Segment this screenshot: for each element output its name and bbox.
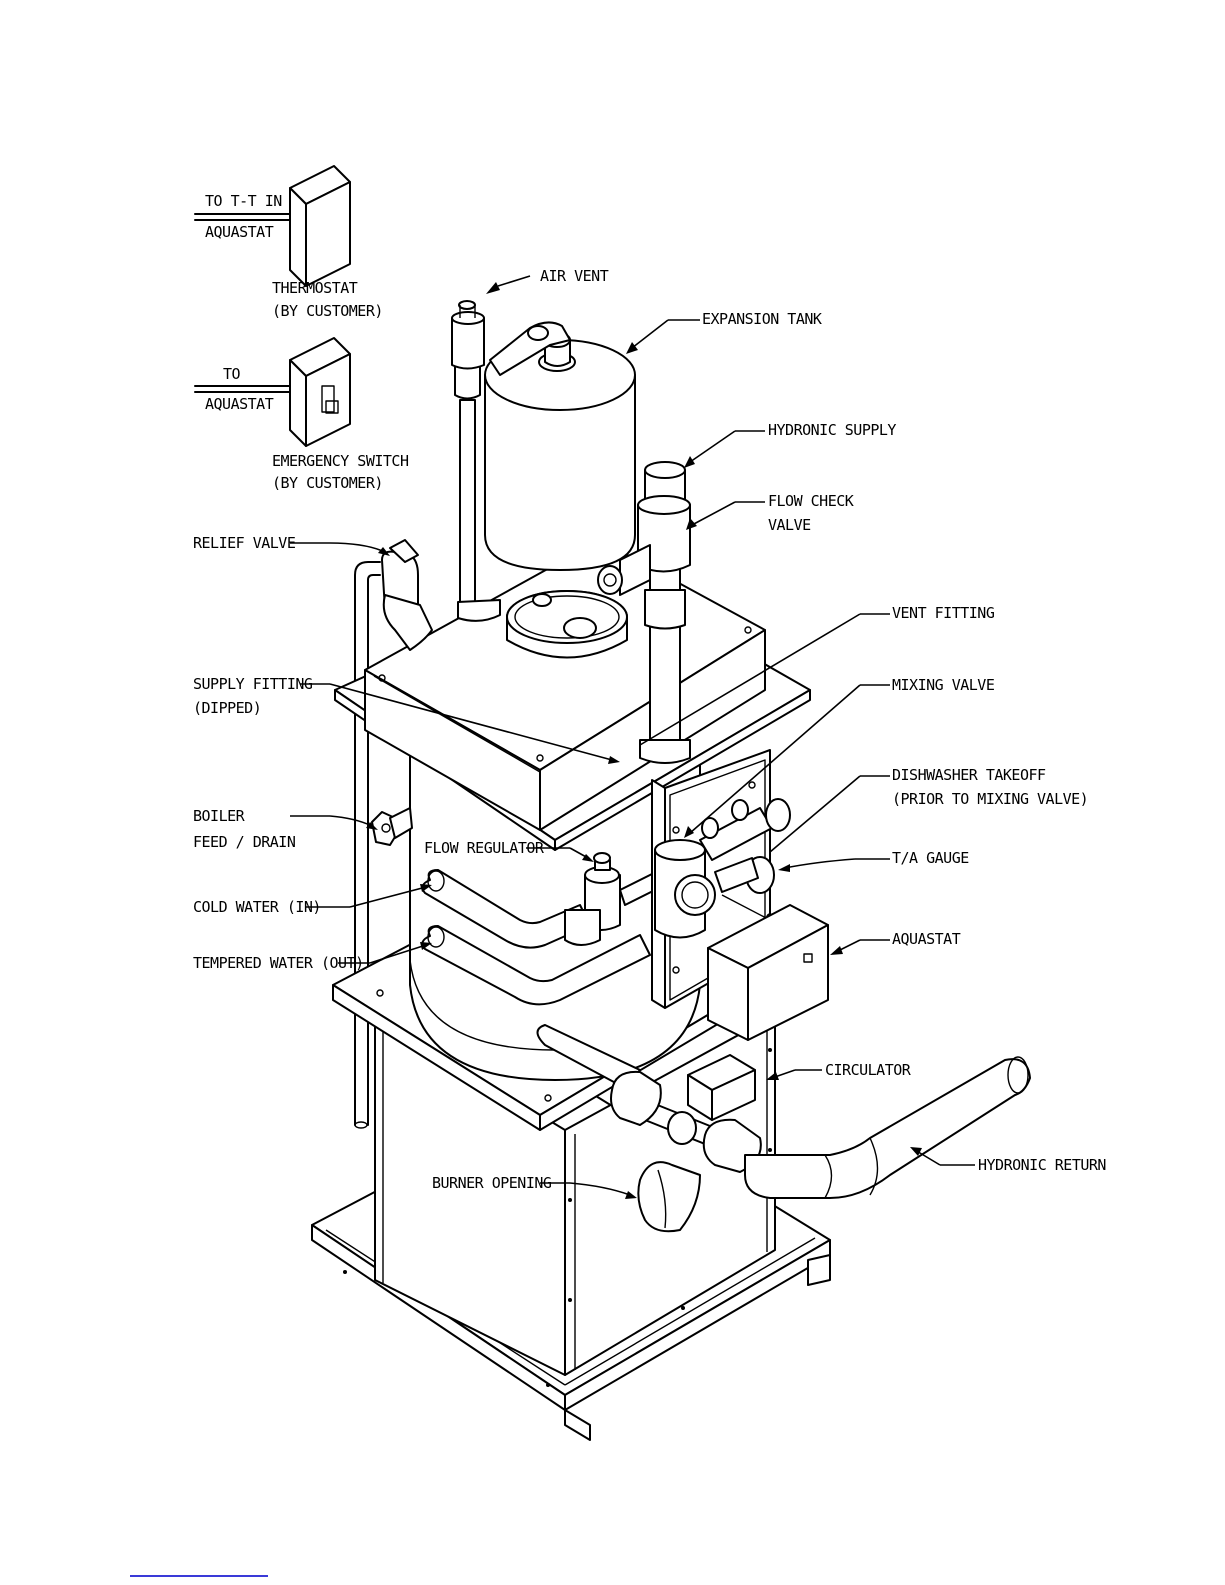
burner-opening bbox=[637, 1161, 701, 1233]
footer-link-underline[interactable] bbox=[130, 1575, 268, 1577]
leader-lines bbox=[290, 275, 975, 1199]
label-emergency-switch: EMERGENCY SWITCH bbox=[272, 452, 409, 470]
mixing-valve bbox=[654, 798, 791, 939]
label-thermostat: THERMOSTAT bbox=[272, 279, 358, 297]
label-supply-fitting-1: SUPPLY FITTING bbox=[193, 675, 313, 693]
vent-fitting bbox=[506, 590, 628, 659]
label-hydronic-supply: HYDRONIC SUPPLY bbox=[768, 421, 896, 439]
label-flow-check-2: VALVE bbox=[768, 516, 811, 534]
relief-discharge-pipe bbox=[354, 561, 381, 1129]
label-dishwasher-takeoff-2: (PRIOR TO MIXING VALVE) bbox=[892, 790, 1088, 808]
label-boiler-feed-1: BOILER bbox=[193, 807, 246, 825]
boiler-feed-drain-valve bbox=[371, 807, 413, 846]
label-expansion-tank: EXPANSION TANK bbox=[702, 310, 822, 328]
label-circulator: CIRCULATOR bbox=[825, 1061, 912, 1079]
callout-labels: TO T-T IN AQUASTAT THERMOSTAT (BY CUSTOM… bbox=[193, 192, 1107, 1192]
flow-check-valve bbox=[597, 544, 651, 596]
aquastat-unit bbox=[707, 904, 829, 1041]
label-emergency-by-customer: (BY CUSTOMER) bbox=[272, 474, 383, 492]
boiler-vessel bbox=[409, 744, 701, 1081]
relief-valve bbox=[381, 539, 433, 651]
label-to: TO bbox=[223, 365, 241, 383]
label-air-vent: AIR VENT bbox=[540, 267, 609, 285]
label-hydronic-return: HYDRONIC RETURN bbox=[978, 1156, 1106, 1174]
label-dishwasher-takeoff-1: DISHWASHER TAKEOFF bbox=[892, 766, 1046, 784]
label-boiler-feed-2: FEED / DRAIN bbox=[193, 833, 296, 851]
label-thermostat-by-customer: (BY CUSTOMER) bbox=[272, 302, 383, 320]
emergency-switch-box bbox=[194, 337, 351, 447]
label-tempered-water: TEMPERED WATER (OUT) bbox=[193, 954, 364, 972]
hydronic-supply-column bbox=[637, 461, 691, 764]
label-burner-opening: BURNER OPENING bbox=[432, 1174, 552, 1192]
label-vent-fitting: VENT FITTING bbox=[892, 604, 995, 622]
thermostat-box bbox=[194, 165, 351, 287]
label-supply-fitting-2: (DIPPED) bbox=[193, 699, 261, 717]
label-aquastat-mid: AQUASTAT bbox=[205, 395, 274, 413]
label-flow-regulator: FLOW REGULATOR bbox=[424, 839, 545, 857]
label-mixing-valve: MIXING VALVE bbox=[892, 676, 995, 694]
label-to-ti-in: TO T-T IN bbox=[205, 192, 282, 210]
label-ta-gauge: T/A GAUGE bbox=[892, 849, 969, 867]
ta-gauge bbox=[714, 856, 775, 927]
label-relief-valve: RELIEF VALVE bbox=[193, 534, 296, 552]
hydronic-return-pipe bbox=[744, 1056, 1031, 1199]
air-vent-assembly bbox=[451, 300, 501, 622]
expansion-tank-elbow bbox=[489, 321, 571, 376]
flow-regulator bbox=[564, 852, 666, 946]
label-flow-check-1: FLOW CHECK bbox=[768, 492, 854, 510]
label-cold-water: COLD WATER (IN) bbox=[193, 898, 321, 916]
label-aquastat-unit: AQUASTAT bbox=[892, 930, 961, 948]
label-aquastat-top: AQUASTAT bbox=[205, 223, 274, 241]
